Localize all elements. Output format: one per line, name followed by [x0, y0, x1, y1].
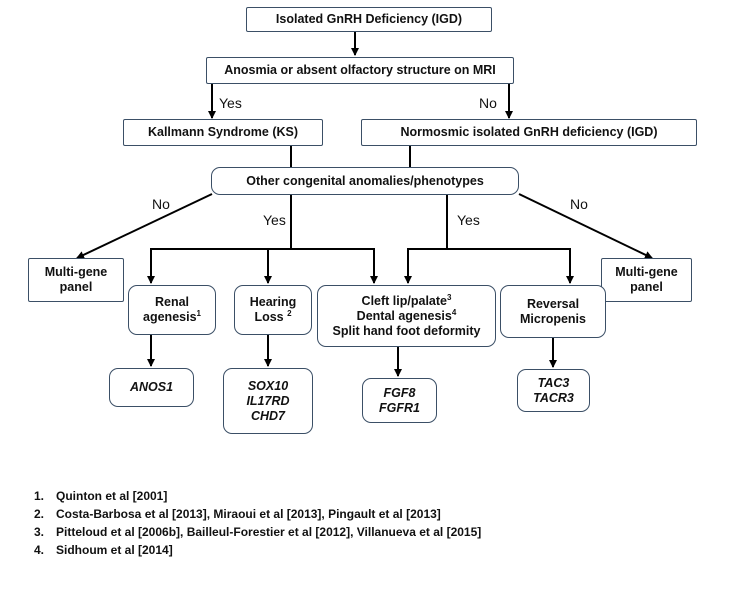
arrow-other-panel-left — [76, 193, 213, 259]
node-other-label: Other congenital anomalies/phenotypes — [246, 173, 484, 188]
panel-right-line1: Multi-gene — [615, 265, 678, 279]
node-genes-reversal: TAC3 TACR3 — [517, 369, 590, 412]
node-kallmann-label: Kallmann Syndrome (KS) — [147, 125, 299, 139]
gene-fgfr1: FGFR1 — [379, 400, 420, 415]
panel-left-line1: Multi-gene — [44, 265, 108, 279]
node-renal-agenesis: Renal agenesis1 — [128, 285, 216, 335]
gene-sox10: SOX10 — [247, 378, 289, 393]
edge-label-no-left: No — [152, 196, 170, 212]
node-multi-gene-panel-right: Multi-gene panel — [601, 258, 692, 302]
node-hearing-loss: Hearing Loss 2 — [234, 285, 312, 335]
reference-item: 1.Quinton et al [2001] — [34, 489, 168, 503]
node-other-anomalies: Other congenital anomalies/phenotypes — [211, 167, 519, 195]
gene-tac3: TAC3 — [537, 375, 570, 390]
edge-label-yes-ks: Yes — [219, 95, 242, 111]
gene-tacr3: TACR3 — [533, 390, 574, 405]
reference-list: 1.Quinton et al [2001] 2.Costa-Barbosa e… — [34, 487, 481, 559]
node-igd: Isolated GnRH Deficiency (IGD) — [246, 7, 492, 32]
edge-label-yes-right: Yes — [457, 212, 480, 228]
gene-il17rd: IL17RD — [246, 393, 290, 408]
node-normosmic-label: Normosmic isolated GnRH deficiency (IGD) — [400, 125, 658, 139]
node-anosmia: Anosmia or absent olfactory structure on… — [206, 57, 514, 84]
edge-label-no-nigd: No — [479, 95, 497, 111]
gene-chd7: CHD7 — [250, 408, 286, 423]
edge-label-no-right: No — [570, 196, 588, 212]
edge-label-yes-left: Yes — [263, 212, 286, 228]
reference-item: 2.Costa-Barbosa et al [2013], Miraoui et… — [34, 507, 441, 521]
renal-ref-sup: 1 — [196, 309, 201, 318]
node-cleft-dental-split: Cleft lip/palate3 Dental agenesis4 Split… — [317, 285, 496, 347]
node-genes-cleft: FGF8 FGFR1 — [362, 378, 437, 423]
gene-anos1-label: ANOS1 — [129, 380, 174, 394]
node-reversal-micropenis: Reversal Micropenis — [500, 285, 606, 338]
node-kallmann: Kallmann Syndrome (KS) — [123, 119, 323, 146]
node-gene-anos1: ANOS1 — [109, 368, 194, 407]
cleft-line1: Cleft lip/palate3 — [361, 292, 452, 308]
node-anosmia-label: Anosmia or absent olfactory structure on… — [224, 63, 496, 77]
cleft-line2: Dental agenesis4 — [356, 307, 457, 323]
reference-item: 4.Sidhoum et al [2014] — [34, 543, 173, 557]
node-igd-label: Isolated GnRH Deficiency (IGD) — [275, 12, 463, 26]
cleft-line3: Split hand foot deformity — [332, 323, 481, 338]
hearing-ref-sup: 2 — [287, 309, 292, 318]
renal-line2: agenesis1 — [143, 309, 201, 325]
gene-fgf8: FGF8 — [383, 385, 416, 400]
reversal-line2: Micropenis — [520, 311, 586, 326]
renal-line1: Renal — [154, 295, 190, 309]
reference-item: 3.Pitteloud et al [2006b], Bailleul-Fore… — [34, 525, 482, 539]
cleft-ref-sup: 3 — [446, 292, 452, 302]
reversal-line1: Reversal — [526, 296, 580, 311]
node-genes-hearing: SOX10 IL17RD CHD7 — [223, 368, 313, 434]
arrow-other-panel-right — [518, 193, 653, 259]
panel-right-line2: panel — [630, 280, 663, 294]
node-normosmic-igd: Normosmic isolated GnRH deficiency (IGD) — [361, 119, 697, 146]
panel-left-line2: panel — [59, 280, 93, 294]
node-multi-gene-panel-left: Multi-gene panel — [28, 258, 124, 302]
hearing-line1: Hearing — [249, 295, 297, 309]
dental-ref-sup: 4 — [451, 307, 457, 317]
hearing-line2: Loss 2 — [254, 309, 292, 325]
